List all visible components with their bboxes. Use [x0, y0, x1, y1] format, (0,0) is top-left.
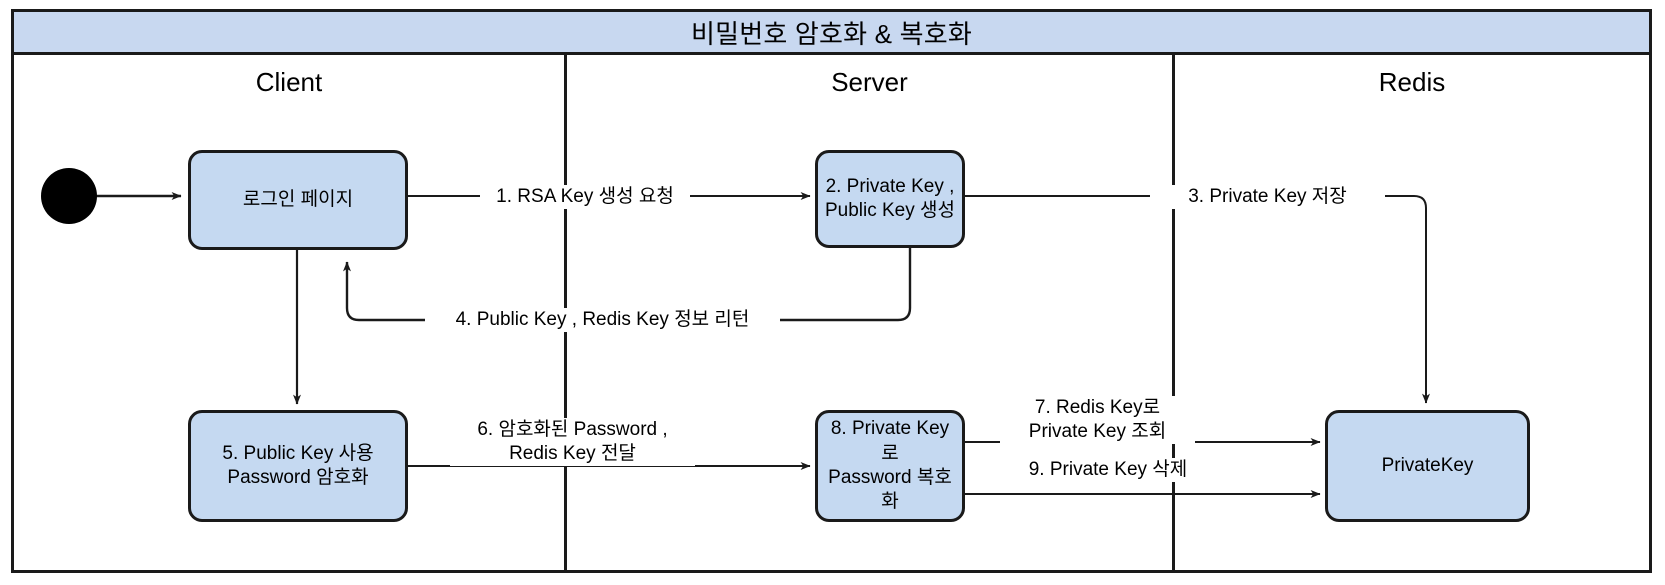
- lane-title-redis: Redis: [1378, 66, 1446, 97]
- lane-title-server: Server: [831, 66, 908, 97]
- edge-label-private-key-delete: 9. Private Key 삭제: [1013, 458, 1203, 482]
- node-login-page[interactable]: 로그인 페이지: [188, 150, 408, 250]
- edge-label-private-key-lookup: 7. Redis Key로 Private Key 조회: [1000, 396, 1195, 444]
- edge-label-public-key-redis-key-return: 4. Public Key , Redis Key 정보 리턴: [425, 308, 780, 332]
- page-title: 비밀번호 암호화 & 복호화: [690, 18, 972, 49]
- edge-label-private-key-save: 3. Private Key 저장: [1150, 185, 1385, 209]
- diagram-title-bar: 비밀번호 암호화 & 복호화: [11, 9, 1652, 55]
- node-private-key-store[interactable]: PrivateKey: [1325, 410, 1530, 522]
- initial-state-node: [41, 168, 97, 224]
- lane-divider-server-redis: [1172, 55, 1175, 573]
- node-decrypt-password[interactable]: 8. Private Key 로 Password 복호화: [815, 410, 965, 522]
- node-encrypt-password[interactable]: 5. Public Key 사용 Password 암호화: [188, 410, 408, 522]
- lane-title-client: Client: [255, 66, 323, 97]
- edge-label-encrypted-password-transfer: 6. 암호화된 Password , Redis Key 전달: [450, 418, 695, 466]
- edge-label-rsa-key-request: 1. RSA Key 생성 요청: [480, 185, 690, 209]
- node-key-generation[interactable]: 2. Private Key , Public Key 생성: [815, 150, 965, 248]
